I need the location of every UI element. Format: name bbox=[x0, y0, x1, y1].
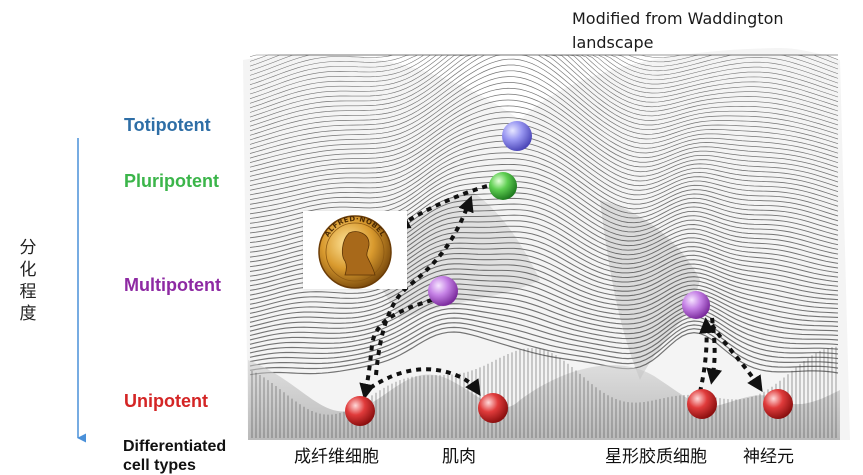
source-note-line2: landscape bbox=[572, 33, 654, 52]
ridge-line bbox=[249, 117, 839, 191]
differentiated-cell-types-label: Differentiated cell types bbox=[123, 437, 253, 475]
cell-type-astrocyte: 星形胶质细胞 bbox=[575, 440, 735, 475]
ridge-line bbox=[249, 293, 839, 341]
ridge-line bbox=[249, 268, 839, 319]
ridge-line bbox=[249, 93, 839, 173]
ridge-line bbox=[249, 317, 839, 363]
cell-type-neuron: 神经元 bbox=[735, 440, 830, 475]
ridge-line bbox=[249, 105, 839, 182]
path-multipotent-to-fibroblast bbox=[359, 298, 433, 400]
ridge-line bbox=[249, 146, 839, 215]
ridge-line bbox=[249, 64, 839, 150]
differentiated-line2: cell types bbox=[123, 457, 196, 474]
ridge-line bbox=[249, 58, 839, 145]
totipotent-ball bbox=[502, 121, 532, 151]
unipotent-ball-muscle bbox=[478, 393, 508, 423]
ridge-line bbox=[249, 54, 839, 136]
valley-shadow bbox=[600, 200, 700, 380]
ridge-line bbox=[249, 326, 839, 371]
ridge-line bbox=[249, 70, 839, 154]
medal-portrait bbox=[341, 231, 376, 276]
ridge-line bbox=[249, 258, 839, 310]
label-multipotent: Multipotent bbox=[124, 275, 221, 295]
medal-inner-rim bbox=[325, 222, 385, 282]
ridge-line bbox=[249, 140, 839, 210]
path-multipotent-right-to-neuron bbox=[710, 323, 763, 393]
multipotent-ball-left bbox=[428, 276, 458, 306]
ridge-line bbox=[249, 76, 839, 159]
ridge-line bbox=[249, 298, 839, 345]
unipotent-ball-astrocyte bbox=[687, 389, 717, 419]
ridge-line bbox=[249, 158, 839, 224]
ridge-line bbox=[249, 283, 839, 332]
pluripotent-ball bbox=[489, 172, 517, 200]
path-astrocyte-back-up bbox=[698, 317, 715, 393]
cell-type-fibroblast: 成纤维细胞 bbox=[282, 440, 412, 475]
ridge-line bbox=[249, 288, 839, 337]
cell-type-muscle: 肌肉 bbox=[430, 440, 540, 475]
ridge-line bbox=[249, 303, 839, 350]
label-totipotent: Totipotent bbox=[124, 115, 211, 135]
ridge-line bbox=[249, 54, 839, 141]
unipotent-ball-neuron bbox=[763, 389, 793, 419]
ridge-line bbox=[249, 99, 839, 177]
ridge-line bbox=[249, 123, 839, 196]
differentiated-line1: Differentiated bbox=[123, 438, 227, 455]
ridge-line bbox=[249, 87, 839, 168]
multipotent-ball-right bbox=[682, 291, 710, 319]
ridge-line bbox=[249, 307, 839, 354]
nobel-medal-image: ALFRED·NOBEL bbox=[303, 211, 407, 289]
ridge-line bbox=[249, 312, 839, 358]
source-note: Modified from Waddington landscape bbox=[572, 7, 832, 55]
label-unipotent: Unipotent bbox=[124, 391, 208, 411]
ridge-line bbox=[249, 278, 839, 328]
ridge-line bbox=[249, 128, 839, 200]
unipotent-ball-fibroblast bbox=[345, 396, 375, 426]
ridge-line bbox=[249, 134, 839, 205]
path-multipotent-right-to-astrocyte bbox=[706, 317, 723, 385]
path-multipotent-to-muscle bbox=[368, 367, 481, 396]
ridge-line bbox=[249, 54, 839, 132]
ridge-line bbox=[249, 152, 839, 219]
ridge-line bbox=[249, 111, 839, 186]
ridge-line bbox=[249, 322, 839, 367]
ridge-line bbox=[249, 263, 839, 314]
source-note-line1: Modified from Waddington bbox=[572, 9, 784, 28]
ridge-line bbox=[249, 252, 839, 305]
differentiation-degree-label: 分化程度 bbox=[19, 238, 37, 324]
ridge-line bbox=[249, 273, 839, 323]
label-pluripotent: Pluripotent bbox=[124, 171, 219, 191]
ridge-line bbox=[249, 82, 839, 163]
